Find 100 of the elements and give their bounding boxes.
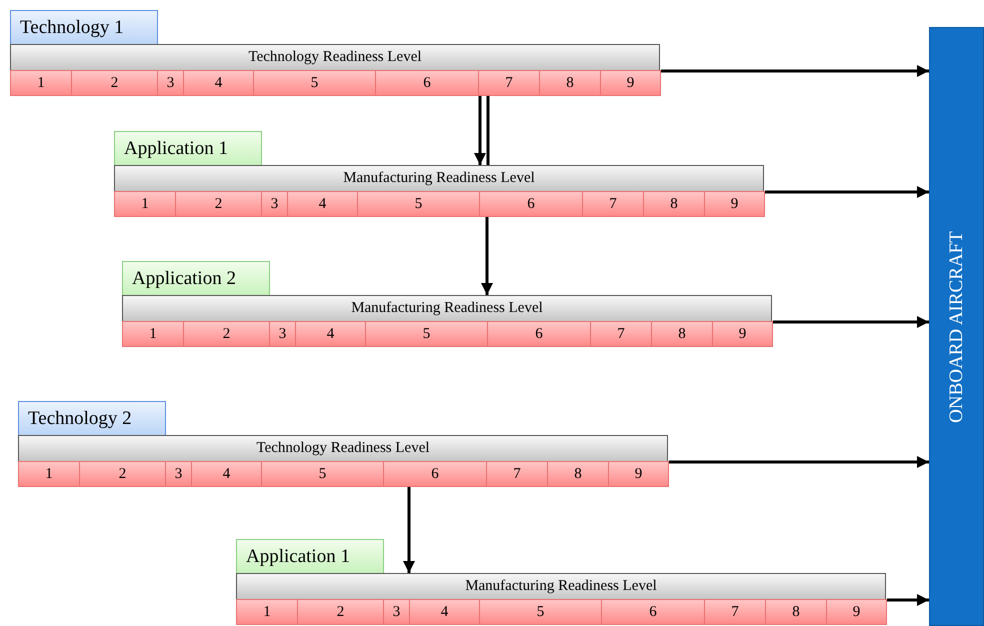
level-number: 4 — [326, 326, 334, 342]
tab-label: Technology 1 — [20, 16, 124, 38]
level-number: 3 — [278, 326, 286, 342]
bar-label: Technology Readiness Level — [256, 440, 430, 457]
level-number: 8 — [792, 604, 800, 620]
level-number: 5 — [414, 196, 422, 212]
tab-label: Application 2 — [132, 268, 236, 290]
level-number: 9 — [634, 466, 642, 482]
arrow — [887, 594, 929, 606]
level-cell — [487, 321, 591, 347]
level-number: 1 — [263, 604, 271, 620]
level-cell — [826, 599, 887, 625]
level-number: 8 — [566, 74, 574, 92]
level-number: 4 — [440, 604, 448, 620]
level-cell — [383, 599, 410, 625]
application-tab — [114, 131, 262, 166]
arrow — [481, 217, 493, 295]
level-cell — [183, 70, 254, 96]
level-cell — [479, 599, 602, 625]
level-number: 2 — [222, 326, 230, 342]
bar-label: Manufacturing Readiness Level — [351, 300, 543, 317]
level-cell — [183, 321, 270, 347]
level-cell — [590, 321, 652, 347]
technology-tab — [18, 401, 166, 436]
level-number: 4 — [222, 466, 230, 482]
level-number: 3 — [174, 466, 182, 482]
level-cell — [114, 191, 176, 217]
level-number: 7 — [609, 196, 617, 212]
technology-tab — [10, 10, 158, 45]
level-number: 9 — [738, 326, 746, 342]
level-number: 1 — [45, 466, 53, 482]
level-cell — [175, 191, 262, 217]
level-number: 7 — [513, 466, 521, 482]
level-cell — [261, 461, 384, 487]
level-number: 7 — [617, 326, 625, 342]
tab-label: Technology 2 — [28, 408, 132, 430]
arrow — [765, 186, 929, 198]
level-number: 8 — [670, 196, 678, 212]
level-cell — [297, 599, 384, 625]
level-cell — [539, 70, 601, 96]
level-number: 3 — [392, 604, 400, 620]
level-number: 3 — [166, 74, 174, 92]
onboard-aircraft-panel — [929, 27, 984, 626]
level-cell — [375, 70, 479, 96]
arrow — [669, 456, 929, 468]
level-cell — [479, 191, 583, 217]
level-cell — [601, 599, 705, 625]
tab-label: Application 1 — [124, 138, 228, 160]
arrow — [403, 487, 415, 573]
bar-label: Manufacturing Readiness Level — [465, 578, 657, 595]
level-cell — [582, 191, 644, 217]
readiness-level-bar — [122, 295, 772, 322]
level-number: 9 — [730, 196, 738, 212]
readiness-level-bar — [18, 435, 668, 462]
level-cell — [157, 70, 184, 96]
readiness-level-bar — [114, 165, 764, 192]
level-cell — [547, 461, 609, 487]
level-number: 5 — [536, 604, 544, 620]
level-cell — [365, 321, 488, 347]
level-cell — [261, 191, 288, 217]
tab-label: Application 1 — [246, 546, 350, 568]
level-cell — [357, 191, 480, 217]
level-number: 8 — [574, 466, 582, 482]
readiness-level-bar — [10, 44, 660, 71]
level-cell — [10, 70, 72, 96]
level-number: 4 — [318, 196, 326, 212]
arrow — [661, 65, 929, 77]
level-cell — [651, 321, 713, 347]
level-number: 2 — [336, 604, 344, 620]
level-cell — [236, 599, 298, 625]
level-number: 7 — [505, 74, 513, 92]
level-cell — [383, 461, 487, 487]
level-cell — [18, 461, 80, 487]
level-number: 1 — [37, 74, 45, 92]
level-number: 6 — [527, 196, 535, 212]
level-cell — [191, 461, 262, 487]
level-cell — [295, 321, 366, 347]
level-cell — [253, 70, 376, 96]
level-cell — [712, 321, 773, 347]
level-cell — [79, 461, 166, 487]
level-number: 2 — [214, 196, 222, 212]
level-cell — [409, 599, 480, 625]
arrow — [474, 96, 486, 165]
level-cell — [765, 599, 827, 625]
level-cell — [269, 321, 296, 347]
level-number: 7 — [731, 604, 739, 620]
level-number: 9 — [852, 604, 860, 620]
level-number: 3 — [270, 196, 278, 212]
level-number: 9 — [626, 74, 634, 92]
level-cell — [165, 461, 192, 487]
level-cell — [643, 191, 705, 217]
arrow — [773, 316, 929, 328]
level-number: 8 — [678, 326, 686, 342]
level-cell — [704, 191, 765, 217]
level-number: 1 — [141, 196, 149, 212]
level-number: 6 — [649, 604, 657, 620]
level-number: 5 — [318, 466, 326, 482]
level-cell — [600, 70, 661, 96]
level-cell — [608, 461, 669, 487]
panel-label: ONBOARD AIRCRAFT — [946, 230, 968, 422]
